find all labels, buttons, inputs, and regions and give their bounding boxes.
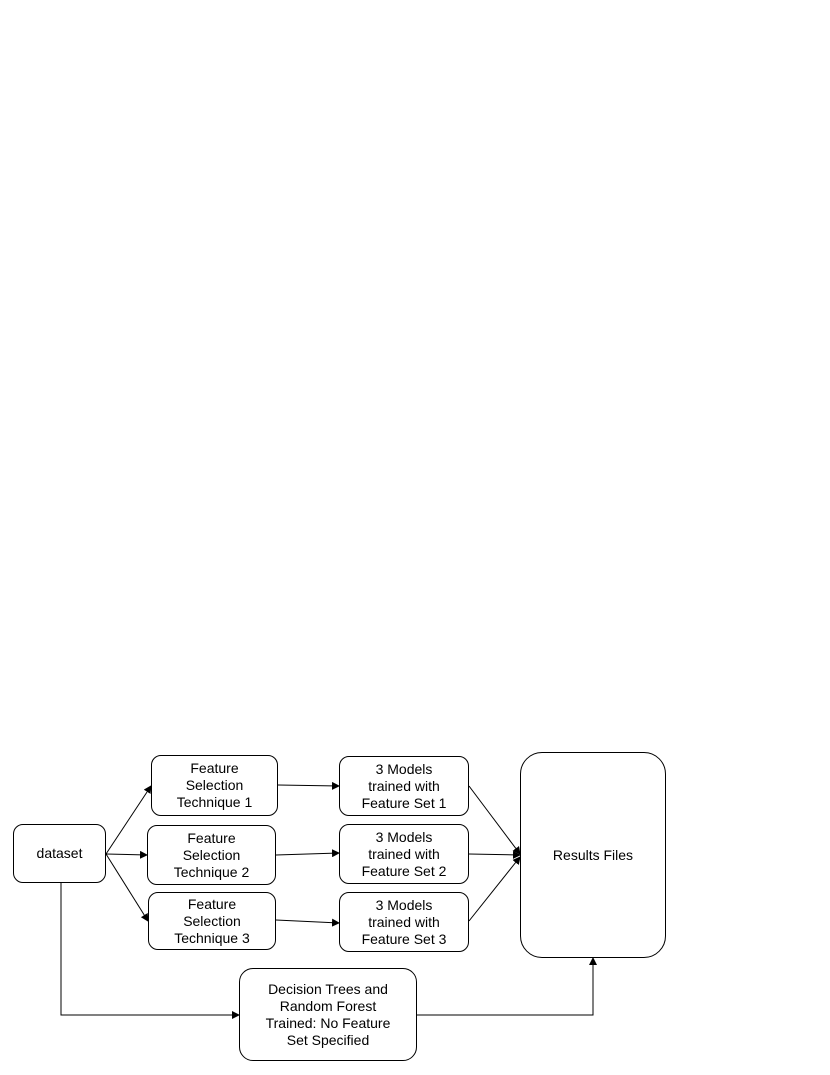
edge-fs3-m3 <box>275 918 340 927</box>
node-results-files: Results Files <box>520 752 666 958</box>
node-models-1-label: 3 Models trained with Feature Set 1 <box>361 760 447 811</box>
edge-fs1-m1 <box>277 781 340 790</box>
edge-dataset-fs2 <box>105 850 148 859</box>
node-feature-selection-2: Feature Selection Technique 2 <box>147 825 276 885</box>
node-models-3-label: 3 Models trained with Feature Set 3 <box>361 896 447 947</box>
edge-dataset-fs1 <box>105 785 152 855</box>
node-models-3: 3 Models trained with Feature Set 3 <box>339 892 469 952</box>
node-decision-trees-label: Decision Trees and Random Forest Trained… <box>265 980 391 1048</box>
edge-dataset-dt <box>60 883 240 1019</box>
node-models-1: 3 Models trained with Feature Set 1 <box>339 756 469 816</box>
edge-m3-results <box>468 856 521 922</box>
edge-m2-results <box>468 850 521 859</box>
edge-dt-results <box>417 957 597 1016</box>
node-results-files-label: Results Files <box>552 846 634 863</box>
node-dataset-label: dataset <box>36 845 83 861</box>
node-feature-selection-1-label: Feature Selection Technique 1 <box>176 760 253 810</box>
edge-dataset-fs3 <box>105 853 149 922</box>
node-feature-selection-1: Feature Selection Technique 1 <box>151 755 278 816</box>
node-models-2-label: 3 Models trained with Feature Set 2 <box>361 828 447 879</box>
node-dataset: dataset <box>13 824 106 883</box>
node-models-2: 3 Models trained with Feature Set 2 <box>339 824 469 884</box>
node-decision-trees: Decision Trees and Random Forest Trained… <box>239 968 417 1061</box>
node-feature-selection-3-label: Feature Selection Technique 3 <box>174 895 250 946</box>
edge-m1-results <box>468 785 521 855</box>
node-feature-selection-2-label: Feature Selection Technique 2 <box>173 829 250 880</box>
node-feature-selection-3: Feature Selection Technique 3 <box>148 892 276 950</box>
edge-fs2-m2 <box>275 849 340 858</box>
